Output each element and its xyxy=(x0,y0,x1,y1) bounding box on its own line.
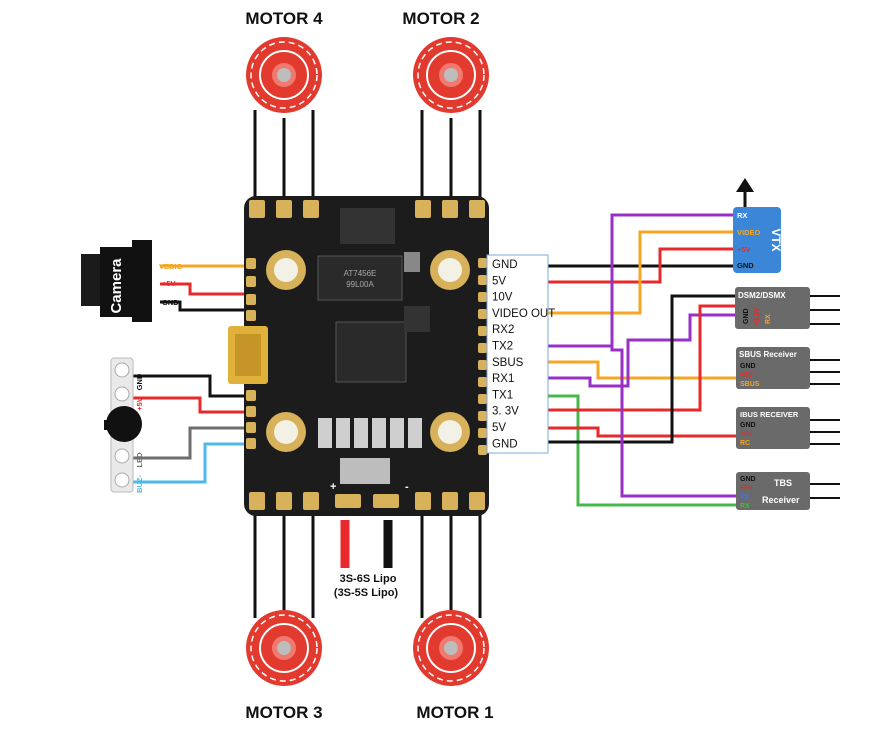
gyro-chip xyxy=(340,208,395,244)
flight-controller-board: AT7456E 99L00A + - xyxy=(228,196,489,516)
wires xyxy=(133,110,840,618)
dsm-receiver: DSM2/DSMX GND +3.3V RX xyxy=(735,287,810,329)
pinout-label-10: 5V xyxy=(492,422,506,434)
ibus-label: IBUS RECEIVER xyxy=(740,410,799,419)
dsm-label: DSM2/DSMX xyxy=(738,291,786,300)
ibus-pin-gnd: GND xyxy=(740,422,756,429)
buzzer-icon xyxy=(106,406,142,442)
pinout-label-1: 5V xyxy=(492,275,506,287)
motor-3 xyxy=(246,610,322,686)
top-motor-pads xyxy=(249,200,485,218)
buzzer-pin-buz: BUZ- xyxy=(135,475,144,493)
motor4-wires xyxy=(253,110,315,200)
sbus-pin-sbus: SBUS xyxy=(740,381,760,388)
motor-1 xyxy=(413,610,489,686)
harness-wires xyxy=(548,213,736,507)
camera-label: Camera xyxy=(108,258,125,314)
pinout-label-8: TX1 xyxy=(492,389,513,401)
pinout-label-4: RX2 xyxy=(492,324,514,336)
motor-1-label: MOTOR 1 xyxy=(416,703,493,722)
ibus-pin-rc: RC xyxy=(740,440,750,447)
pinout-label-9: 3. 3V xyxy=(492,406,519,418)
tbs-pin-tx: TX xyxy=(740,494,749,501)
dsm-pin-gnd: GND xyxy=(743,308,750,324)
tbs-pin-rx: RX xyxy=(740,503,750,510)
sbus-label: SBUS Receiver xyxy=(739,350,797,359)
vtx-pin-video: VIDEO xyxy=(737,228,761,237)
camera-pin-5v: +5V xyxy=(162,279,176,288)
left-pads xyxy=(246,258,256,449)
pinout-label-5: TX2 xyxy=(492,341,513,353)
motor-4 xyxy=(246,37,322,113)
camera: Camera VEDIO +5V GND xyxy=(81,240,183,322)
camera-pin-gnd: GND xyxy=(162,298,179,307)
ibus-pin-5v: +5V xyxy=(740,431,753,438)
pinout-label-3: VIDEO OUT xyxy=(492,308,555,320)
tbs-label-top: TBS xyxy=(774,478,792,488)
tbs-pin-5v: +5V xyxy=(740,485,753,492)
dsm-pin-33v: +3.3V xyxy=(754,307,761,326)
buzzer-pin-5v: +5V xyxy=(135,397,144,411)
vtx-pin-gnd: GND xyxy=(737,261,754,270)
battery-label-2: (3S-5S Lipo) xyxy=(334,587,399,599)
osd-chip-text-2: 99L00A xyxy=(346,280,374,289)
vtx-label: VTX xyxy=(769,228,783,251)
pinout-label-0: GND xyxy=(492,259,518,271)
motor-4-label: MOTOR 4 xyxy=(245,9,323,28)
buzzer: GND +5V LED BUZ- xyxy=(104,357,144,493)
camera-wires xyxy=(160,264,245,312)
buzzer-pin-led: LED xyxy=(135,452,144,468)
tbs-pin-gnd: GND xyxy=(740,476,756,483)
tbs-label-bottom: Receiver xyxy=(762,495,800,505)
buzzer-pin-gnd: GND xyxy=(135,373,144,390)
camera-pin-video: VEDIO xyxy=(159,262,183,271)
motor-3-label: MOTOR 3 xyxy=(245,703,322,722)
motor3-wires xyxy=(253,510,315,618)
vtx: RX VIDEO +5V GND VTX xyxy=(733,178,783,273)
osd-chip-text-1: AT7456E xyxy=(344,269,377,278)
ibus-receiver: IBUS RECEIVER GND +5V RC xyxy=(736,407,810,449)
buzzer-wires xyxy=(133,374,245,484)
tbs-receiver: GND +5V TX RX TBS Receiver xyxy=(736,472,810,510)
motor1-wires xyxy=(420,510,482,618)
pinout-label-2: 10V xyxy=(492,292,513,304)
vtx-pin-5v: +5V xyxy=(737,245,751,254)
sbus-pin-gnd: GND xyxy=(740,363,756,370)
osd-chip xyxy=(317,255,403,301)
power-components xyxy=(318,418,422,484)
pinout-label-6: SBUS xyxy=(492,357,524,369)
motor-2 xyxy=(413,37,489,113)
motor-2-label: MOTOR 2 xyxy=(402,9,479,28)
mcu-chip xyxy=(335,321,407,383)
sbus-receiver: SBUS Receiver GND +5V SBUS xyxy=(736,347,810,389)
vtx-pin-rx: RX xyxy=(737,211,747,220)
sbus-pin-5v: +5V xyxy=(740,372,753,379)
dsm-pin-rx: RX xyxy=(765,314,772,324)
battery-minus-mark: - xyxy=(405,481,409,493)
mounting-holes xyxy=(266,250,470,452)
pinout-label-11: GND xyxy=(492,438,518,450)
receiver-leads xyxy=(810,295,840,499)
motor2-wires xyxy=(420,110,482,200)
battery-label-1: 3S-6S Lipo xyxy=(340,573,397,585)
antenna-icon xyxy=(736,178,754,192)
bottom-motor-pads xyxy=(249,492,485,510)
right-pads xyxy=(478,258,487,455)
battery-plus-mark: + xyxy=(330,481,336,493)
pinout-label-7: RX1 xyxy=(492,373,514,385)
